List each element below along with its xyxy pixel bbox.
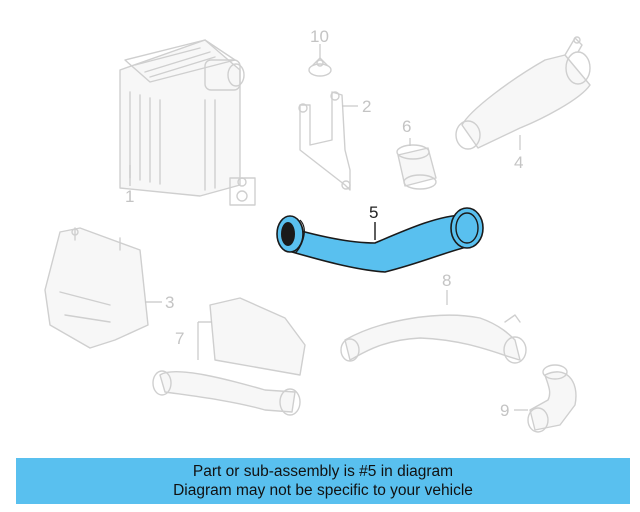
footer-line-1: Part or sub-assembly is #5 in diagram xyxy=(192,463,454,480)
part-1-intercooler xyxy=(119,39,256,206)
callout-5: 5 xyxy=(369,203,378,222)
callout-4: 4 xyxy=(514,153,523,172)
part-5-intake-hose xyxy=(276,207,484,273)
callout-6: 6 xyxy=(402,117,411,136)
part-2-bracket xyxy=(298,91,351,191)
part-6-coupler xyxy=(396,144,437,190)
callout-2: 2 xyxy=(362,97,371,116)
footer-line-2: Diagram may not be specific to your vehi… xyxy=(173,482,473,499)
callout-8: 8 xyxy=(442,271,451,290)
part-3-shroud xyxy=(44,227,149,349)
callout-3: 3 xyxy=(165,293,174,312)
callout-10: 10 xyxy=(310,27,329,46)
callout-9: 9 xyxy=(500,401,509,420)
parts-diagram: 1 10 2 6 4 5 xyxy=(44,27,591,433)
footer-banner: Part or sub-assembly is #5 in diagram Di… xyxy=(16,458,630,504)
part-4-air-duct xyxy=(455,36,591,150)
part-10-bolt xyxy=(308,57,332,77)
part-8-long-hose xyxy=(340,314,527,364)
callout-1: 1 xyxy=(125,187,134,206)
callout-7: 7 xyxy=(175,329,184,348)
part-9-elbow-hose xyxy=(527,364,577,433)
part-7-hose-shield xyxy=(152,297,306,416)
